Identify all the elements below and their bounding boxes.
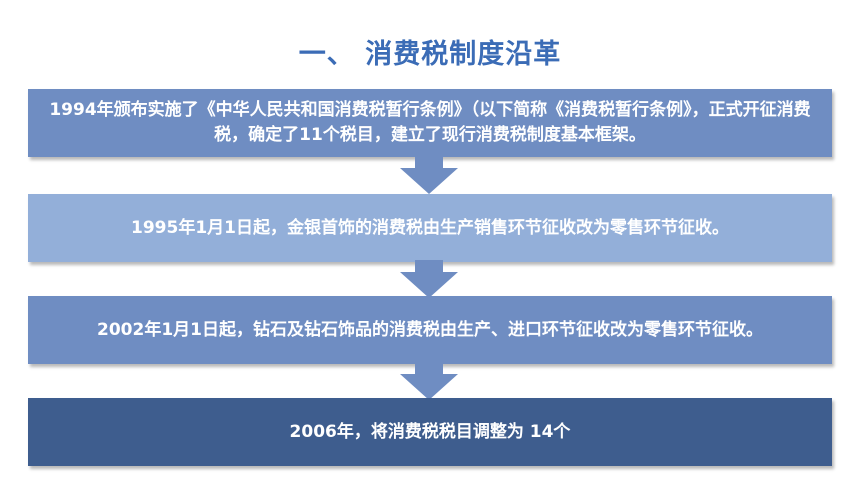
- step-box-1994: 1994年颁布实施了《中华人民共和国消费税暂行条例》（以下简称《消费税暂行条例》…: [28, 89, 832, 157]
- step-text-1995: 1995年1月1日起，金银首饰的消费税由生产销售环节征收改为零售环节征收。: [131, 217, 729, 238]
- down-arrow-icon: [400, 156, 458, 194]
- step-box-2006: 2006年，将消费税税目调整为 14个: [28, 398, 832, 466]
- down-arrow-icon: [400, 362, 458, 400]
- step-box-1995: 1995年1月1日起，金银首饰的消费税由生产销售环节征收改为零售环节征收。: [28, 194, 832, 262]
- step-text-2002: 2002年1月1日起，钻石及钻石饰品的消费税由生产、进口环节征收改为零售环节征收…: [97, 319, 763, 340]
- step-text-1994: 1994年颁布实施了《中华人民共和国消费税暂行条例》（以下简称《消费税暂行条例》…: [49, 100, 811, 145]
- slide-title: 一、 消费税制度沿革: [298, 39, 562, 70]
- step-box-2002: 2002年1月1日起，钻石及钻石饰品的消费税由生产、进口环节征收改为零售环节征收…: [28, 296, 832, 364]
- down-arrow-icon: [400, 260, 458, 298]
- step-text-2006: 2006年，将消费税税目调整为 14个: [289, 421, 571, 442]
